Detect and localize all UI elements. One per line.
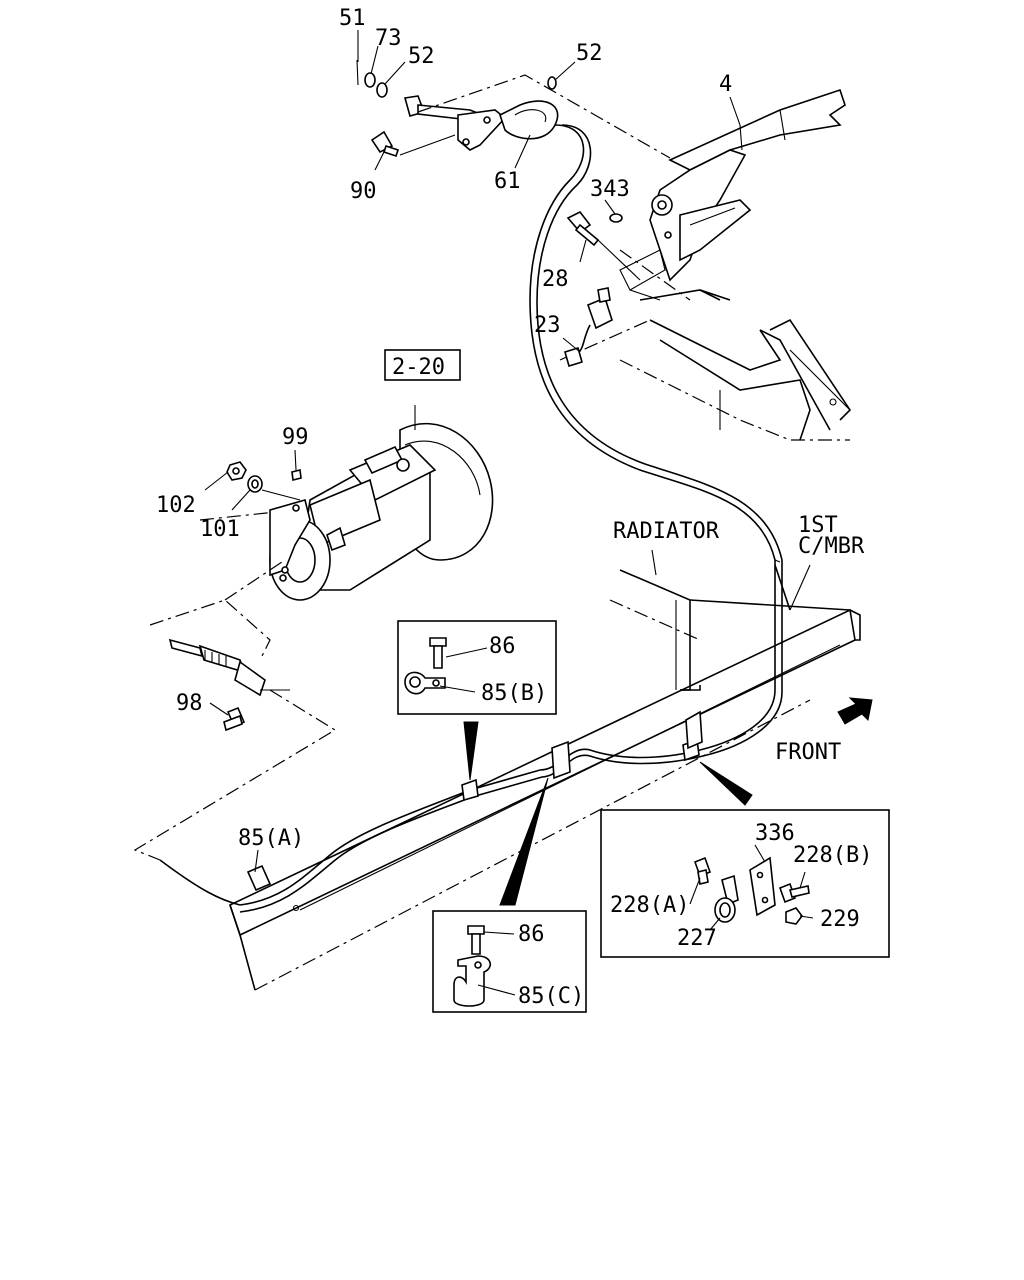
callout-leaders	[204, 30, 814, 996]
inset-85b	[397, 620, 557, 715]
inset-d-callout-228a: 228(A)	[610, 893, 689, 918]
parking-brake-lever	[619, 88, 846, 301]
clip-343	[609, 213, 623, 223]
inset-b-callout-86: 86	[489, 634, 516, 659]
inset-d-callout-229: 229	[820, 907, 860, 932]
nut-101	[247, 475, 263, 493]
callout-4: 4	[719, 72, 732, 97]
callout-99: 99	[282, 425, 309, 450]
cab-floor	[559, 289, 852, 441]
inset-c-callout-86: 86	[518, 922, 545, 947]
callout-28: 28	[542, 267, 569, 292]
main-cable	[159, 124, 783, 913]
callout-90: 90	[350, 179, 377, 204]
callout-51: 51	[339, 6, 366, 31]
callout-98: 98	[176, 691, 203, 716]
inset-85c	[432, 910, 587, 1013]
radiator-outline	[609, 549, 701, 691]
inset-d-callout-227: 227	[677, 926, 717, 951]
radiator-label: RADIATOR	[613, 519, 720, 544]
callout-343: 343	[590, 177, 630, 202]
reference-box-label: 2-20	[392, 355, 445, 380]
inset-c-callout-85c: 85(C)	[518, 984, 584, 1009]
bolt-98	[223, 706, 246, 732]
reference-box	[384, 349, 461, 381]
reference-lines-upper	[199, 74, 691, 521]
callout-73: 73	[375, 26, 402, 51]
cable-trans-end	[133, 559, 337, 861]
callout-85a: 85(A)	[238, 826, 304, 851]
inset-bracket-detail	[600, 809, 890, 958]
bolt-28	[566, 210, 641, 281]
transmission	[269, 405, 494, 601]
callout-52-right: 52	[576, 41, 603, 66]
callout-101: 101	[200, 517, 240, 542]
cable-clamps	[246, 710, 703, 892]
inset-d-callout-336: 336	[755, 821, 795, 846]
cable-end-hardware	[356, 59, 559, 158]
crossmember-label-line2: C/MBR	[798, 534, 865, 559]
nut-102	[226, 461, 247, 481]
pin-99	[261, 469, 302, 501]
callout-102: 102	[156, 493, 196, 518]
crossmember	[689, 564, 861, 641]
inset-d-callout-228b: 228(B)	[793, 843, 872, 868]
inset-b-callout-85b: 85(B)	[481, 681, 547, 706]
switch-23	[564, 287, 613, 368]
callout-23: 23	[534, 313, 561, 338]
inset-leaders	[463, 721, 753, 906]
front-label: FRONT	[775, 740, 841, 765]
crossmember-label-line1: 1ST	[798, 513, 838, 538]
front-arrow-icon	[837, 697, 873, 725]
callout-61: 61	[494, 169, 521, 194]
callout-52-left: 52	[408, 44, 435, 69]
